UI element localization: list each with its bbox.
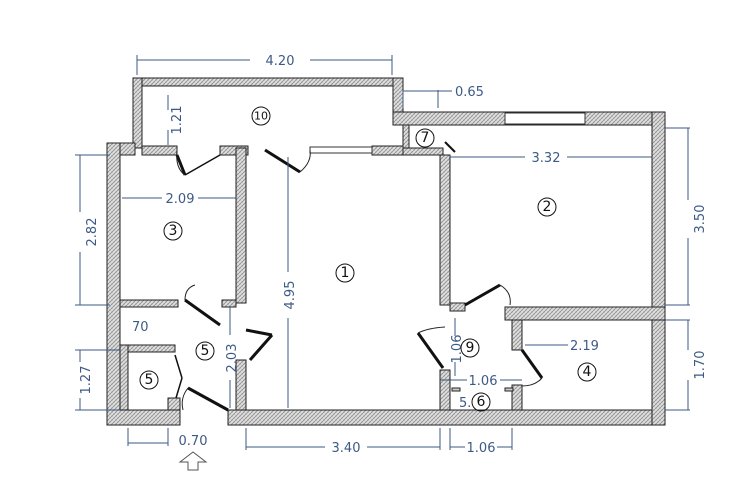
dimension-labels: 4.20 0.65 1.21 3.32 3.50 2.82 2.09 4.95 … [79,54,708,456]
window [504,112,586,125]
dim-label: 3.40 [332,441,361,456]
room-1: 1 [335,263,355,283]
dim-label: 3.50 [693,205,708,234]
dim-label: 2.19 [570,339,599,354]
dim-label: 1.27 [79,366,94,395]
doors [174,141,544,412]
room-2: 2 [537,197,557,217]
walls [106,77,666,426]
dim-label: 2.82 [85,218,100,247]
room-4: 4 [577,362,597,382]
room-number: 7 [421,130,430,146]
dim-label: 1.70 [693,351,708,380]
room-3: 3 [163,221,183,241]
room-number: 1 [341,265,350,281]
dim-label: 0.70 [179,434,208,449]
room-7: 7 [415,128,435,148]
dimension-lines [75,55,690,450]
room-number: 2 [543,199,552,215]
room-number: 6 [477,394,486,410]
dim-label: 1.06 [467,441,496,456]
window [309,146,373,154]
room-number: 3 [169,223,178,239]
room-6: 6 [471,392,491,412]
dim-label: 2.09 [166,192,195,207]
dim-label: 4.95 [283,281,298,310]
dim-label: 1.06 [450,335,465,364]
entrance-arrow-icon [178,451,208,471]
dim-label: 2.03 [225,344,240,373]
room-number: 4 [583,364,592,380]
dim-label: 5. [459,396,471,411]
room-number: 9 [466,340,475,356]
room-number: 10 [254,110,268,123]
dim-label: 1.21 [170,106,185,135]
room-5-hall: 5 [195,341,215,361]
dim-label: 0.65 [455,85,484,100]
dim-label: 70 [132,320,149,335]
dim-label: 4.20 [266,54,295,69]
room-10: 10 [251,106,271,126]
dim-label: 1.06 [469,374,498,389]
dim-label: 3.32 [532,151,561,166]
room-9: 9 [460,338,480,358]
room-number: 5 [201,343,210,359]
room-5-closet: 5 [139,370,159,390]
room-labels: 10 7 2 3 1 5 5 9 4 6 [139,106,597,412]
room-number: 5 [145,372,154,388]
